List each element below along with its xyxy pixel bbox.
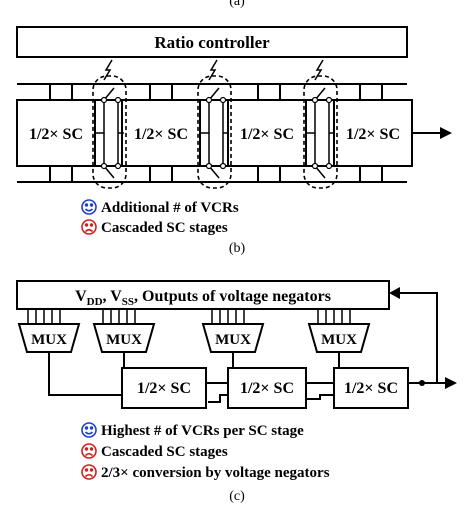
- panel-b: Ratio controller 1/2× SC 1/2× SC 1/2× SC…: [16, 26, 452, 256]
- output-node: [419, 380, 425, 386]
- switch-group-outline: [303, 75, 338, 189]
- output-arrow-c: [445, 377, 457, 389]
- sc-stage-c-1-label: 1/2× SC: [137, 380, 191, 397]
- caption-b: (b): [229, 241, 246, 256]
- happy-face-icon: [81, 422, 97, 438]
- switch-pair: [200, 87, 229, 179]
- mux-4: [307, 323, 371, 353]
- sad-face-icon: [81, 219, 97, 235]
- caption-a: (a): [229, 0, 245, 9]
- mux-2-label: MUX: [106, 332, 142, 348]
- switch-block-2: [197, 59, 232, 189]
- switch-group-outline: [92, 75, 127, 189]
- con-text: 2/3× conversion by voltage negators: [101, 465, 330, 481]
- sc-stage-b-1-label: 1/2× SC: [29, 126, 83, 143]
- panel-b-con-1: Cascaded SC stages: [81, 219, 228, 236]
- feedback-arrow: [389, 287, 400, 299]
- control-signal-1: [103, 59, 113, 81]
- feedback-path: [400, 292, 438, 383]
- mux-3: [201, 323, 265, 353]
- mux1-to-sc1: [48, 352, 122, 396]
- pro-text: Highest # of VCRs per SC stage: [101, 423, 304, 439]
- happy-face-icon: [81, 199, 97, 215]
- con-text: Cascaded SC stages: [101, 220, 228, 236]
- sc-stage-c-2-label: 1/2× SC: [240, 380, 294, 397]
- mux-1-label: MUX: [31, 332, 67, 348]
- output-arrow-b: [440, 127, 452, 139]
- panel-c-con-2: 2/3× conversion by voltage negators: [81, 464, 330, 481]
- sc-stage-c-1: [121, 367, 207, 409]
- sc-stage-b-4-label: 1/2× SC: [346, 126, 400, 143]
- control-signal-2: [208, 59, 218, 81]
- con-text: Cascaded SC stages: [101, 444, 228, 460]
- sc2-to-sc3-lower: [305, 394, 334, 400]
- panel-c-con-1: Cascaded SC stages: [81, 443, 228, 460]
- sc-stage-c-3: [333, 367, 409, 409]
- ratio-controller-box: [16, 26, 408, 58]
- mux-1: [17, 323, 81, 353]
- switch-group-outline: [197, 75, 232, 189]
- mux-4-label: MUX: [321, 332, 357, 348]
- rail-taps: [49, 84, 383, 182]
- sad-face-icon: [81, 464, 97, 480]
- sc-stage-b-1: [16, 99, 96, 167]
- switch-pair: [306, 87, 335, 179]
- switch-block-1: [92, 59, 127, 189]
- pro-text: Additional # of VCRs: [101, 200, 239, 216]
- sc-stage-c-3-label: 1/2× SC: [344, 380, 398, 397]
- sad-face-icon: [81, 443, 97, 459]
- mux-input-lines: [27, 309, 351, 324]
- panel-c-pro-1: Highest # of VCRs per SC stage: [81, 422, 304, 439]
- sc-stage-b-2: [121, 99, 201, 167]
- sc-stage-c-2: [227, 367, 307, 409]
- panel-b-pro-1: Additional # of VCRs: [81, 199, 239, 216]
- switch-block-3: [303, 59, 338, 189]
- panel-c: VDD, VSS, Outputs of voltage negators MU…: [16, 280, 457, 504]
- switch-pair: [95, 87, 124, 179]
- ratio-controller-label: Ratio controller: [154, 33, 270, 52]
- supply-bar-label: VDD, VSS, Outputs of voltage negators: [75, 288, 331, 308]
- mux-3-label: MUX: [215, 332, 251, 348]
- sc1-to-sc2-lower: [208, 394, 228, 403]
- caption-c: (c): [229, 489, 245, 504]
- supply-bar-box: [16, 280, 390, 310]
- control-signal-3: [314, 59, 324, 81]
- sc-stage-b-2-label: 1/2× SC: [134, 126, 188, 143]
- mux-2: [92, 323, 156, 353]
- sc-stage-b-3-label: 1/2× SC: [240, 126, 294, 143]
